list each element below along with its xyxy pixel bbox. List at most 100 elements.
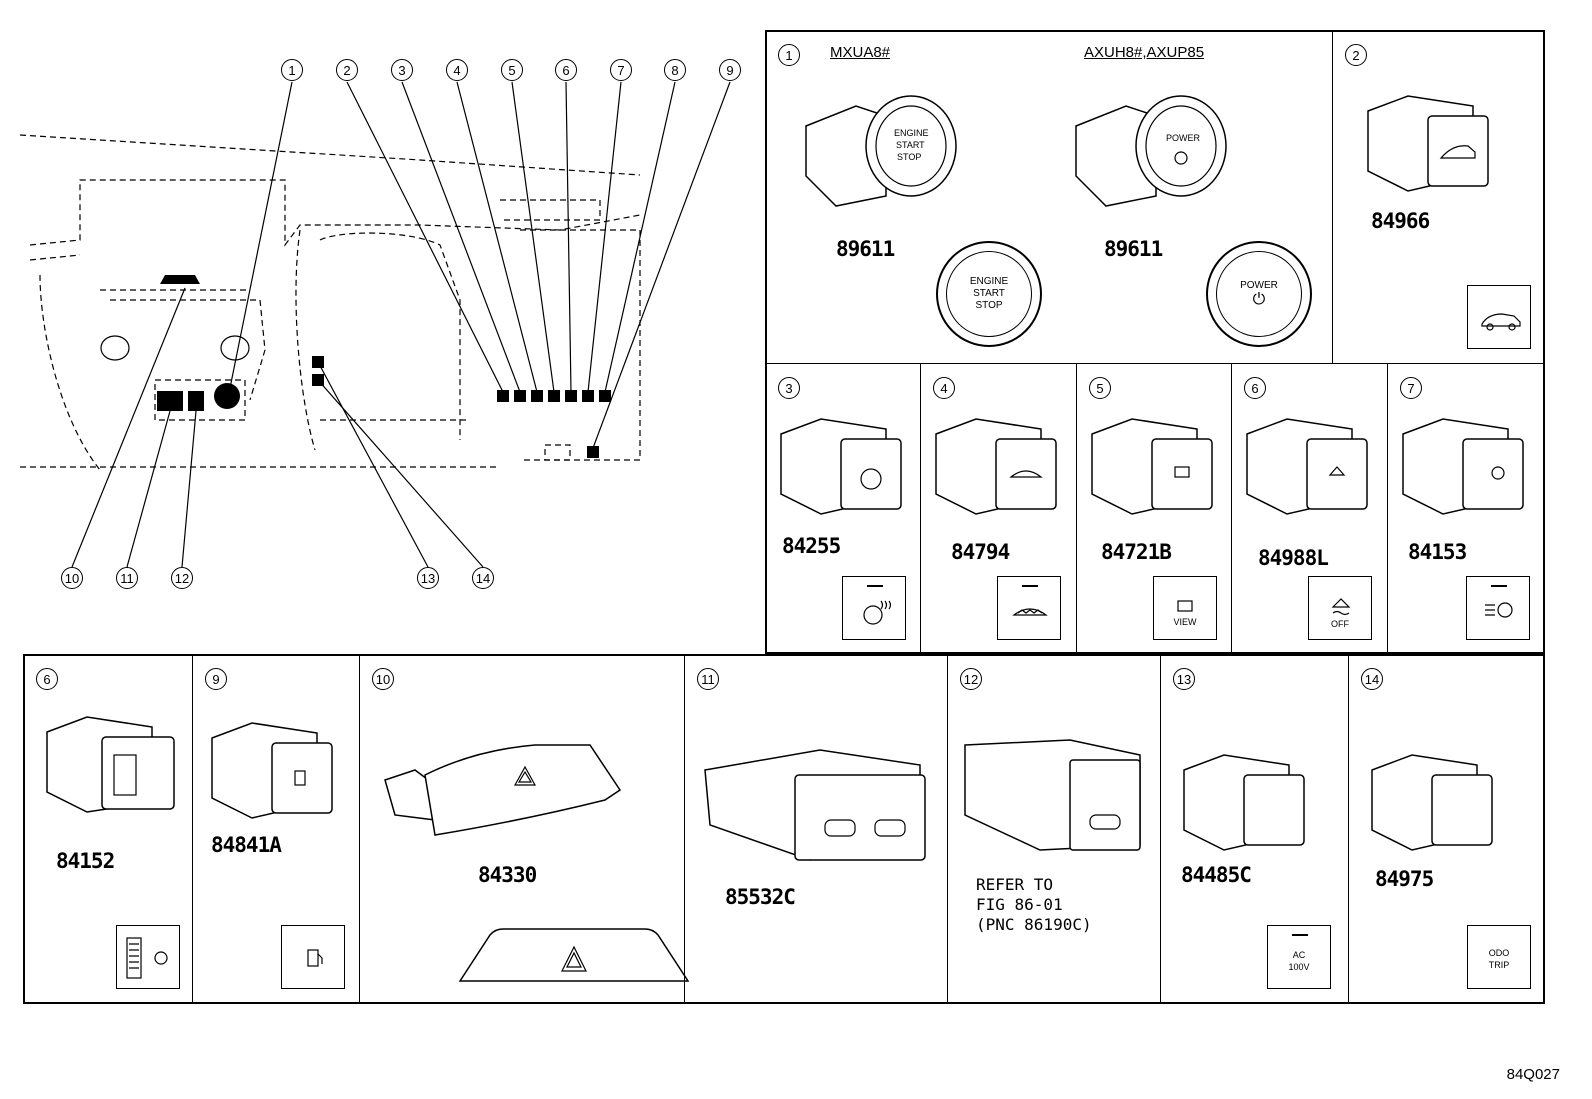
- ac-outlet-icon: AC 100V: [1267, 925, 1331, 989]
- engine-start-button-face: ENGINE START STOP: [936, 241, 1042, 347]
- cell-10: 10 84330: [359, 654, 690, 1004]
- part-number: 84330: [478, 863, 537, 887]
- switch-drawing: [1183, 754, 1305, 851]
- cell-12: 12 REFER TO FIG 86-01 (PNC 86190C): [947, 654, 1161, 1004]
- part-number: 84988L: [1258, 546, 1329, 570]
- part-number: 84841A: [211, 833, 282, 857]
- icon-label: TRIP: [1488, 960, 1510, 970]
- cell-4: 4 84794: [920, 363, 1077, 654]
- callout-3: 3: [391, 59, 413, 81]
- icon-label: VIEW: [1173, 617, 1197, 627]
- part-number-b: 89611: [1104, 237, 1163, 261]
- part-number: 84255: [782, 534, 841, 558]
- callout-8: 8: [664, 59, 686, 81]
- car-icon: [1467, 285, 1531, 349]
- svg-text:STOP: STOP: [897, 152, 921, 162]
- cell-14: 14 84975 ODO TRIP: [1348, 654, 1545, 1004]
- cell-number: 12: [960, 668, 982, 690]
- cell-number: 4: [933, 377, 955, 399]
- power-icon: ⏻: [1252, 290, 1266, 308]
- callout-14: 14: [472, 567, 494, 589]
- button-text-line: STOP: [975, 300, 1003, 311]
- icon-label: ODO: [1488, 948, 1510, 958]
- switch-drawing: [1246, 418, 1368, 515]
- ref-line: FIG 86-01: [976, 895, 1063, 914]
- variant-label-b: AXUH8#,AXUP85: [1084, 44, 1205, 61]
- variant-label-a: MXUA8#: [830, 44, 891, 61]
- switch-drawing: [1371, 754, 1493, 851]
- button-text-line: POWER: [1240, 279, 1278, 291]
- cell-number: 6: [1244, 377, 1266, 399]
- cell-number: 1: [778, 44, 800, 66]
- cell-11: 11 85532C: [684, 654, 948, 1004]
- switch-drawing: [935, 418, 1057, 515]
- part-number: 84975: [1375, 867, 1434, 891]
- icon-label: AC: [1292, 950, 1306, 960]
- callout-2: 2: [336, 59, 358, 81]
- hazard-icon: [458, 928, 690, 982]
- cell-3: 3 84255: [765, 363, 921, 654]
- switch-drawing: [1367, 95, 1489, 192]
- power-switch-drawing: POWER: [1075, 95, 1227, 207]
- dashboard-overview: [19, 81, 731, 568]
- part-number: 84721B: [1101, 540, 1172, 564]
- callout-4: 4: [446, 59, 468, 81]
- cell-number: 13: [1173, 668, 1195, 690]
- headlamp-level-icon: [116, 925, 180, 989]
- button-text-line: START: [973, 288, 1005, 299]
- cell-number: 14: [1361, 668, 1383, 690]
- reference-text: REFER TO FIG 86-01 (PNC 86190C): [976, 875, 1092, 935]
- part-number: 85532C: [725, 885, 796, 909]
- part-number: 84485C: [1181, 863, 1252, 887]
- cell-number: 6: [36, 668, 58, 690]
- icon-label: 100V: [1288, 962, 1310, 972]
- wiper-deicer-icon: [997, 576, 1061, 640]
- power-button-face: POWER ⏻: [1206, 241, 1312, 347]
- cell-number: 11: [697, 668, 719, 690]
- fuel-door-icon: [281, 925, 345, 989]
- cell-number: 3: [778, 377, 800, 399]
- hazard-switch-drawing: [384, 744, 622, 836]
- callout-6: 6: [555, 59, 577, 81]
- cell-5: 5 84721B VIEW: [1076, 363, 1232, 654]
- cell-number: 7: [1400, 377, 1422, 399]
- auto-headlamp-icon: [1466, 576, 1530, 640]
- part-number: 84153: [1408, 540, 1467, 564]
- switch-drawing: [1091, 418, 1213, 515]
- cell-6b: 6 84152: [23, 654, 193, 1004]
- svg-text:ENGINE: ENGINE: [894, 128, 929, 138]
- usb-port-icon: [704, 749, 926, 861]
- callout-13: 13: [417, 567, 439, 589]
- svg-text:POWER: POWER: [1166, 133, 1201, 143]
- cell-6: 6 84988L OFF: [1231, 363, 1388, 654]
- icon-label: OFF: [1331, 619, 1349, 629]
- part-number: 84966: [1371, 209, 1430, 233]
- callout-5: 5: [501, 59, 523, 81]
- cell-number: 2: [1345, 44, 1367, 66]
- part-number-a: 89611: [836, 237, 895, 261]
- button-text-line: ENGINE: [969, 276, 1009, 287]
- cell-9: 9 84841A: [192, 654, 360, 1004]
- cell-7: 7 84153: [1387, 363, 1545, 654]
- ref-line: (PNC 86190C): [976, 915, 1092, 934]
- cell-number: 5: [1089, 377, 1111, 399]
- callout-7: 7: [610, 59, 632, 81]
- switch-drawing: [211, 722, 333, 819]
- usb-icon: [964, 739, 1141, 851]
- callout-10: 10: [61, 567, 83, 589]
- heated-steering-icon: [842, 576, 906, 640]
- callout-11: 11: [116, 567, 138, 589]
- view-camera-icon: VIEW: [1153, 576, 1217, 640]
- callout-1: 1: [281, 59, 303, 81]
- switch-drawing: [780, 418, 902, 515]
- engine-start-switch-drawing: ENGINE START STOP: [805, 95, 957, 207]
- callout-12: 12: [171, 567, 193, 589]
- cell-number: 9: [205, 668, 227, 690]
- cell-number: 10: [372, 668, 394, 690]
- callout-9: 9: [719, 59, 741, 81]
- switch-drawing: [46, 716, 175, 813]
- odo-trip-icon: ODO TRIP: [1467, 925, 1531, 989]
- cell-13: 13 84485C AC 100V: [1160, 654, 1349, 1004]
- cell-2: 2 84966: [1332, 30, 1545, 364]
- traction-off-icon: OFF: [1308, 576, 1372, 640]
